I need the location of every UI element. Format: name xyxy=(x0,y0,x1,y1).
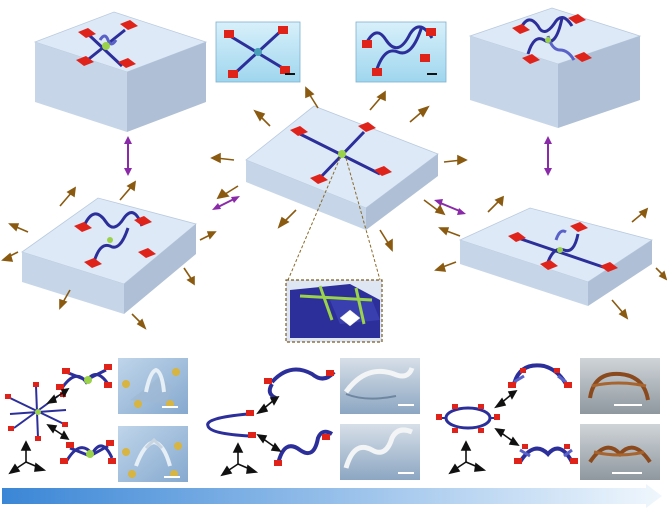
double-arrow-icon xyxy=(494,389,520,447)
serpentine-arch-flat xyxy=(206,410,256,438)
relaxed-substrate-top-right xyxy=(468,7,642,128)
micrograph-arch-b xyxy=(340,424,420,480)
xyz-axes-icon xyxy=(448,440,487,475)
double-arrow-icon xyxy=(434,199,466,215)
stretch-arrows xyxy=(1,180,217,330)
serpentine-star-3d xyxy=(508,222,618,272)
serpentine-star-flat xyxy=(290,122,392,184)
double-arrow-icon xyxy=(124,136,132,176)
serpentine-star-flat xyxy=(76,20,138,68)
serpentine-ring-3d xyxy=(508,363,572,388)
stretched-substrate xyxy=(210,86,468,252)
micrograph-ring-b xyxy=(580,424,660,480)
xyz-axes-icon xyxy=(8,440,47,475)
star-structures xyxy=(5,358,188,482)
double-arrow-icon xyxy=(544,136,552,176)
relaxed-substrate-top-left xyxy=(33,11,208,132)
serpentine-star-3d xyxy=(74,211,156,268)
serpentine-star-3d xyxy=(56,364,112,390)
micrograph-star-buckled xyxy=(355,21,447,83)
serpentine-ring-3d xyxy=(514,444,578,464)
micrograph-ring-a xyxy=(580,358,660,414)
serpentine-arch-3d xyxy=(264,367,336,400)
relaxed-substrate-left xyxy=(1,180,217,330)
bond-pad xyxy=(118,58,136,68)
xyz-axes-icon xyxy=(220,442,259,477)
double-arrow-icon xyxy=(212,196,240,210)
double-arrow-icon xyxy=(46,387,70,441)
stretch-arrows xyxy=(210,86,468,252)
bond-site-zoom xyxy=(285,157,383,343)
serpentine-star-flat xyxy=(5,382,68,441)
bond-pad xyxy=(78,28,96,38)
bond-pad xyxy=(120,20,138,30)
bond-pad xyxy=(76,56,94,66)
serpentine-ring-flat xyxy=(436,404,500,433)
ring-structures xyxy=(436,358,660,480)
micrograph-star-3d-b xyxy=(118,426,188,482)
serpentine-star-3d xyxy=(60,440,116,464)
gradient-arrow-icon xyxy=(2,484,662,508)
double-arrow-icon xyxy=(256,395,282,453)
stretch-arrows xyxy=(434,195,667,320)
relaxed-substrate-right xyxy=(434,195,667,320)
micrograph-star-flat xyxy=(215,21,301,83)
micrograph-arch-a xyxy=(340,358,420,414)
arch-structures xyxy=(206,358,420,480)
micrograph-star-3d-a xyxy=(118,358,188,414)
serpentine-star-3d xyxy=(512,14,592,64)
serpentine-arch-3d xyxy=(274,429,334,466)
